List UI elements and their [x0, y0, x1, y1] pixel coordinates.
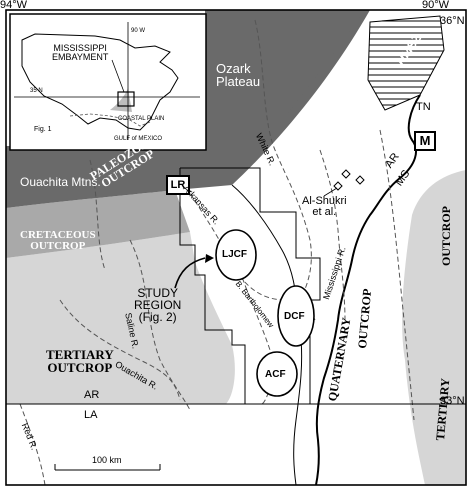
inset-usa-outline — [21, 33, 179, 131]
alshukri-diamond-2 — [333, 181, 343, 191]
ouachita-upper-river — [89, 159, 106, 271]
inset-map — [9, 13, 207, 151]
map-frame — [5, 9, 467, 486]
tertiary-outcrop-left-region — [6, 232, 235, 404]
inset-coastal-plain-label: COASTAL PLAIN — [118, 116, 165, 122]
ar-state-label: AR — [84, 389, 100, 401]
inset-embayment-label: MISSISSIPPI EMBAYMENT — [52, 43, 109, 62]
acf-ellipse — [256, 351, 298, 397]
m-station-box: M — [414, 131, 436, 151]
ouachita-river — [59, 299, 181, 401]
study-arrow — [174, 257, 206, 289]
inset-fig-label: Fig. 1 — [34, 126, 52, 133]
tertiary-outcrop-left-label: TERTIARY OUTCROP — [46, 347, 114, 375]
lon-right-label: 90°W — [422, 0, 450, 11]
ozark-plateau-region — [205, 10, 365, 160]
lon-left-label: 94°W — [0, 0, 28, 11]
inset-study-box — [117, 91, 135, 107]
ouachita-mtns-label: Ouachita Mtns. — [20, 175, 101, 189]
inset-gulf-label: GULF of MEXICO — [114, 136, 163, 142]
arkansas-river — [181, 179, 316, 321]
louisiana-area — [6, 404, 226, 485]
lat-bottom-label: 33°N — [440, 395, 465, 407]
la-state-label: LA — [84, 409, 98, 421]
tn-label: TN — [416, 101, 431, 113]
study-arrowhead — [205, 254, 214, 263]
ozark-plateau-label: Ozark Plateau — [216, 61, 261, 89]
ljcf-ellipse — [215, 229, 257, 281]
red-river — [19, 403, 46, 486]
dcf-ellipse — [277, 285, 315, 347]
alshukri-diamond-3 — [355, 175, 365, 185]
dcf-label: DCF — [284, 311, 305, 322]
mississippi-river-channel — [319, 149, 346, 321]
inset-lon-label: 90 W — [131, 28, 146, 34]
cretaceous-outcrop-label: CRETACEOUS OUTCROP — [20, 229, 96, 252]
tertiary-outcrop-right-region — [402, 170, 466, 485]
scale-bar — [54, 464, 161, 471]
outcrop-right-label: OUTCROP — [439, 206, 453, 266]
alshukri-leader — [323, 187, 338, 197]
inset-coastal-plain-boundary — [69, 113, 151, 127]
scale-bar-label: 100 km — [92, 455, 122, 465]
saline-river — [129, 239, 191, 411]
alshukri-diamond-1 — [341, 169, 351, 179]
inset-embayment-leader — [111, 59, 125, 93]
acf-label: ACF — [265, 369, 286, 380]
lr-station-box: LR — [166, 175, 190, 195]
ljcf-label: LJCF — [222, 249, 247, 260]
lat-top-label: 36°N — [440, 15, 465, 27]
state-boundary-dashed — [379, 129, 415, 421]
al-shukri-label: Al-Shukri et al. — [302, 195, 347, 218]
inset-lat-label: 35 N — [30, 88, 43, 94]
white-river — [254, 19, 312, 301]
study-region-label: STUDY REGION (Fig. 2) — [134, 286, 182, 324]
